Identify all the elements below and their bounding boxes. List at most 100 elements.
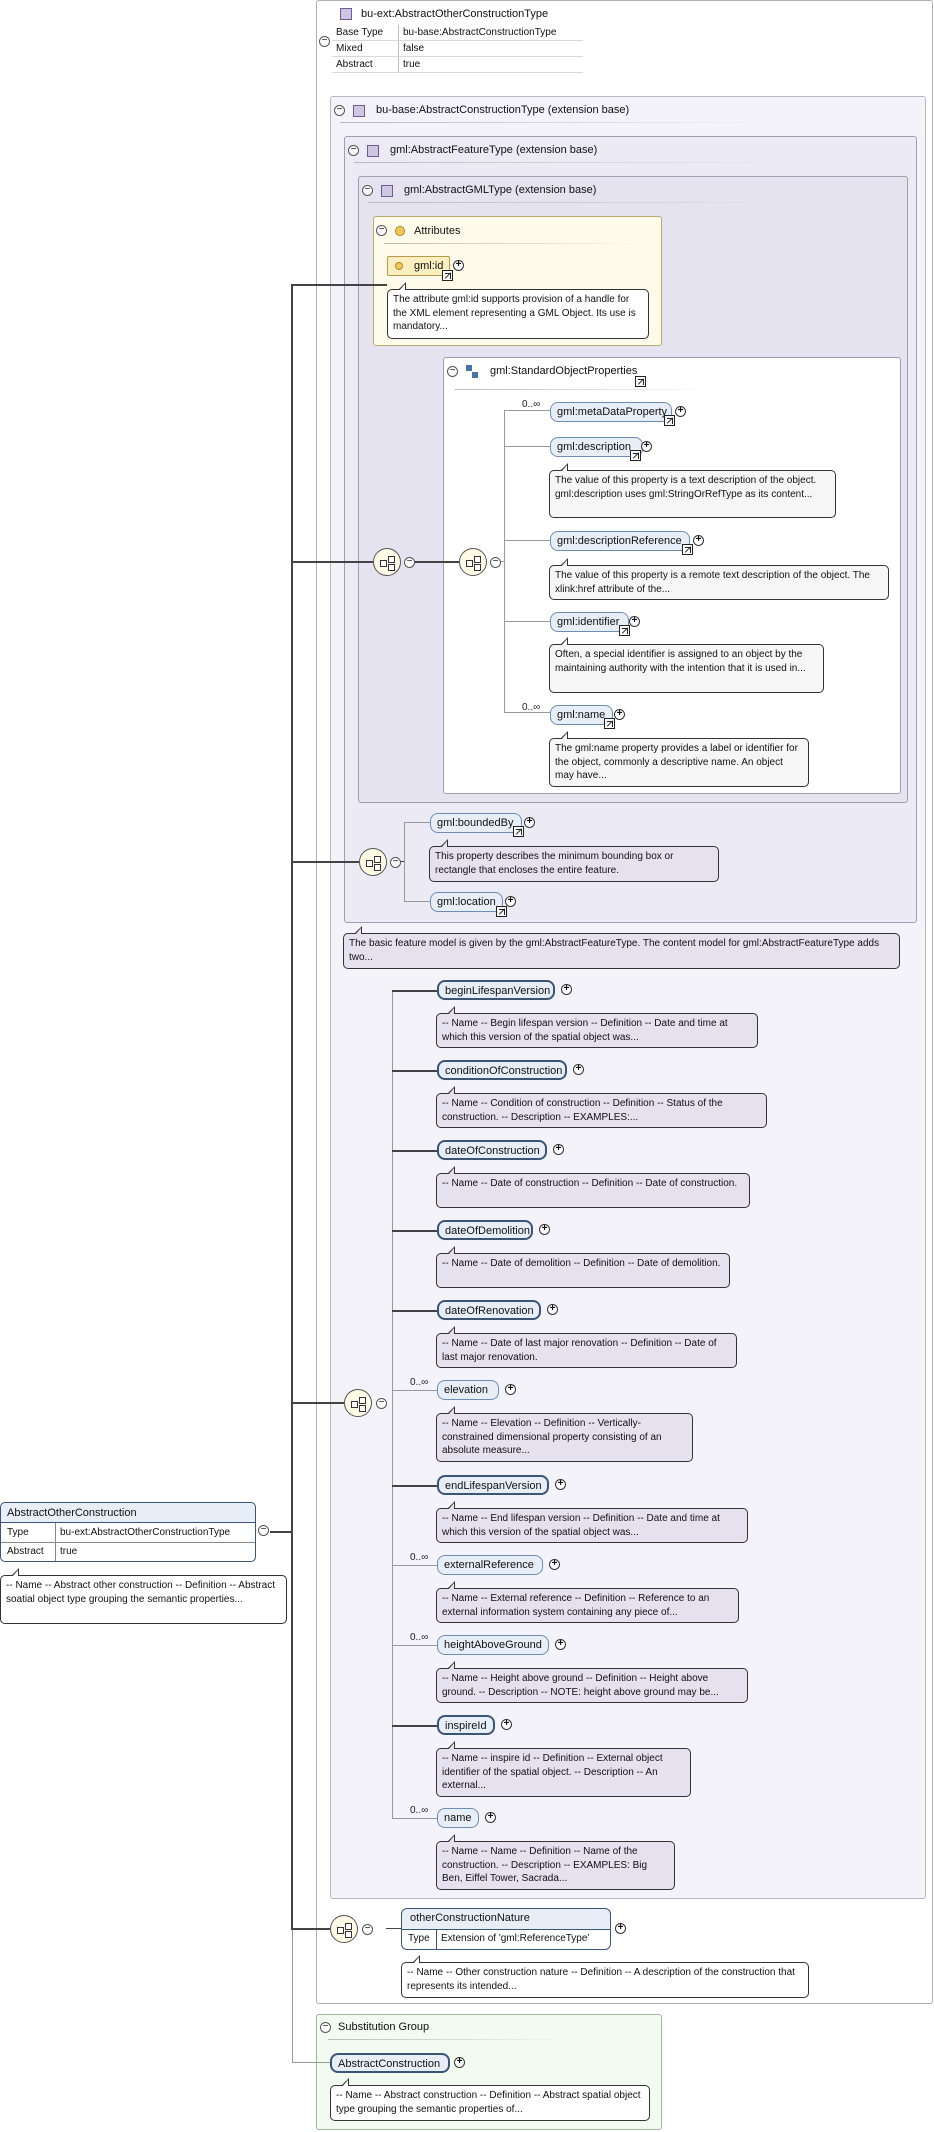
element-external-reference[interactable]: externalReference xyxy=(437,1555,543,1575)
expand-button[interactable]: + xyxy=(675,406,686,417)
jump-arrow-icon[interactable] xyxy=(442,270,453,281)
element-doc: The value of this property is a remote t… xyxy=(549,558,889,600)
element-date-of-demolition[interactable]: dateOfDemolition xyxy=(437,1220,533,1240)
collapse-sequence-button[interactable]: − xyxy=(362,1924,373,1935)
attribute-icon xyxy=(395,226,405,236)
expand-button[interactable]: + xyxy=(573,1064,584,1075)
jump-arrow-icon[interactable] xyxy=(513,826,524,837)
element-label: AbstractConstruction xyxy=(338,2058,441,2070)
collapse-sequence-button[interactable]: − xyxy=(404,557,415,568)
element-abstract-construction[interactable]: AbstractConstruction xyxy=(330,2053,450,2073)
expand-button[interactable]: + xyxy=(555,1479,566,1490)
type-divider xyxy=(436,1930,437,1949)
element-doc: -- Name -- Date of last major renovation… xyxy=(436,1326,737,1368)
attribute-gml-id[interactable] xyxy=(387,256,450,276)
expand-button[interactable]: + xyxy=(561,984,572,995)
expand-button[interactable]: + xyxy=(693,535,704,546)
jump-arrow-icon[interactable] xyxy=(635,376,646,387)
sequence-compositor-icon[interactable] xyxy=(459,548,487,576)
element-elevation[interactable]: elevation xyxy=(437,1380,499,1400)
expand-button[interactable]: + xyxy=(555,1639,566,1650)
expand-button[interactable]: + xyxy=(524,817,535,828)
collapse-ext1-button[interactable]: − xyxy=(334,105,345,116)
collapse-sequence-button[interactable]: − xyxy=(390,857,401,868)
ext3-title: gml:AbstractGMLType (extension base) xyxy=(404,184,597,196)
jump-arrow-icon[interactable] xyxy=(604,718,615,729)
element-label: name xyxy=(444,1812,472,1824)
element-date-of-renovation[interactable]: dateOfRenovation xyxy=(437,1300,541,1320)
attribute-gml-id-label: gml:id xyxy=(414,260,444,272)
expand-button[interactable]: + xyxy=(485,1812,496,1823)
element-height-above-ground[interactable]: heightAboveGround xyxy=(437,1635,549,1655)
element-condition-of-construction[interactable]: conditionOfConstruction xyxy=(437,1060,567,1080)
element-metadata-property[interactable]: gml:metaDataProperty xyxy=(550,402,672,422)
element-doc: -- Name -- Abstract construction -- Defi… xyxy=(330,2078,650,2121)
expand-button[interactable]: + xyxy=(505,1384,516,1395)
element-label: endLifespanVersion xyxy=(445,1480,542,1492)
element-doc: -- Name -- Height above ground -- Defini… xyxy=(436,1661,748,1703)
sequence-compositor-icon[interactable] xyxy=(359,848,387,876)
jump-arrow-icon[interactable] xyxy=(682,544,693,555)
expand-button[interactable]: + xyxy=(453,260,464,271)
expand-button[interactable]: + xyxy=(539,1224,550,1235)
expand-button[interactable]: + xyxy=(547,1304,558,1315)
element-bounded-by[interactable]: gml:boundedBy xyxy=(430,813,522,833)
sequence-compositor-icon[interactable] xyxy=(344,1389,372,1417)
expand-button[interactable]: + xyxy=(615,1923,626,1934)
connector xyxy=(392,1070,437,1072)
element-inspire-id[interactable]: inspireId xyxy=(437,1715,495,1735)
complex-type-icon xyxy=(353,105,365,117)
element-doc: -- Name -- Begin lifespan version -- Def… xyxy=(436,1006,758,1048)
element-name[interactable]: gml:name xyxy=(550,705,613,725)
expand-button[interactable]: + xyxy=(553,1144,564,1155)
element-begin-lifespan-version[interactable]: beginLifespanVersion xyxy=(437,980,555,1000)
connector xyxy=(504,410,550,411)
expand-button[interactable]: + xyxy=(454,2057,465,2068)
collapse-attributes-button[interactable]: − xyxy=(376,225,387,236)
collapse-sequence-button[interactable]: − xyxy=(376,1398,387,1409)
expand-button[interactable]: + xyxy=(505,896,516,907)
collapse-ext2-button[interactable]: − xyxy=(348,145,359,156)
element-description[interactable]: gml:description xyxy=(550,437,643,457)
jump-arrow-icon[interactable] xyxy=(630,450,641,461)
element-identifier[interactable]: gml:identifier xyxy=(550,612,629,632)
occurrence: 0..∞ xyxy=(522,399,541,410)
prop-val: false xyxy=(398,40,583,57)
expand-button[interactable]: + xyxy=(614,709,625,720)
jump-arrow-icon[interactable] xyxy=(619,625,630,636)
collapse-ext3-button[interactable]: − xyxy=(362,185,373,196)
element-doc: -- Name -- Name -- Definition -- Name of… xyxy=(436,1834,675,1890)
jump-arrow-icon[interactable] xyxy=(664,415,675,426)
connector xyxy=(392,990,393,1818)
expand-button[interactable]: + xyxy=(501,1719,512,1730)
element-label: externalReference xyxy=(444,1559,534,1571)
collapse-std-props-button[interactable]: − xyxy=(447,366,458,377)
element-label: otherConstructionNature xyxy=(410,1912,530,1924)
prop-val: bu-base:AbstractConstructionType xyxy=(398,25,583,41)
collapse-root-button[interactable]: − xyxy=(258,1525,269,1536)
element-label: conditionOfConstruction xyxy=(445,1065,563,1077)
element-end-lifespan-version[interactable]: endLifespanVersion xyxy=(437,1475,549,1495)
ext1-title: bu-base:AbstractConstructionType (extens… xyxy=(376,104,630,116)
element-description-reference[interactable]: gml:descriptionReference xyxy=(550,531,690,551)
element-date-of-construction[interactable]: dateOfConstruction xyxy=(437,1140,547,1160)
collapse-substitution-button[interactable]: − xyxy=(320,2022,331,2033)
connector xyxy=(392,1565,437,1566)
group-icon xyxy=(466,365,480,379)
connector xyxy=(392,1485,437,1487)
connector xyxy=(392,1310,437,1312)
connector xyxy=(392,1230,437,1232)
jump-arrow-icon[interactable] xyxy=(496,906,507,917)
expand-button[interactable]: + xyxy=(549,1559,560,1570)
prop-key: Abstract xyxy=(332,56,399,73)
collapse-sequence-button[interactable]: − xyxy=(490,557,501,568)
element-location[interactable]: gml:location xyxy=(430,892,503,912)
sequence-compositor-icon[interactable] xyxy=(330,1915,358,1943)
sequence-compositor-icon[interactable] xyxy=(373,548,401,576)
expand-button[interactable]: + xyxy=(629,616,640,627)
collapse-type-button[interactable]: − xyxy=(319,36,330,47)
element-name[interactable]: name xyxy=(437,1808,479,1828)
expand-button[interactable]: + xyxy=(641,441,652,452)
prop-key: Base Type xyxy=(332,25,399,41)
